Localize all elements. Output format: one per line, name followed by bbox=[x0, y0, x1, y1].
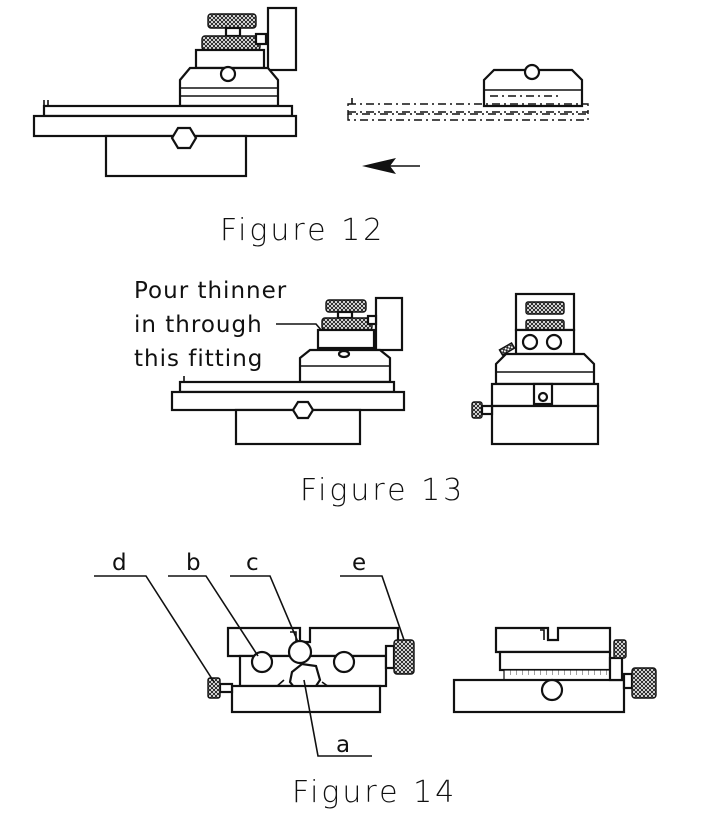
figure-13-caption: Figure 13 bbox=[300, 473, 465, 508]
note-line-3: this fitting bbox=[134, 346, 263, 372]
fig12-assembled-table bbox=[32, 6, 298, 178]
figure-14: d b c e a Figure 14 bbox=[94, 550, 657, 810]
fig13-assembled-table bbox=[170, 296, 406, 446]
figure-12: Figure 12 bbox=[32, 6, 589, 248]
label-c: c bbox=[246, 550, 259, 576]
fig14-side-view bbox=[452, 626, 657, 714]
fig14-leaders bbox=[94, 575, 405, 757]
figure-13: Pour thinner in through this fitting bbox=[134, 278, 600, 508]
note-line-1: Pour thinner bbox=[134, 278, 287, 304]
left-arrow-icon bbox=[362, 158, 420, 174]
fig12-removed-head bbox=[347, 63, 589, 121]
figure-14-caption: Figure 14 bbox=[292, 775, 457, 810]
label-e: e bbox=[352, 550, 366, 576]
figure-12-caption: Figure 12 bbox=[220, 213, 385, 248]
fig13-end-view bbox=[471, 292, 600, 446]
fig14-cross-section bbox=[207, 626, 415, 714]
note-line-2: in through bbox=[134, 312, 263, 338]
label-b: b bbox=[186, 550, 201, 576]
label-d: d bbox=[112, 550, 127, 576]
label-a: a bbox=[336, 732, 350, 758]
